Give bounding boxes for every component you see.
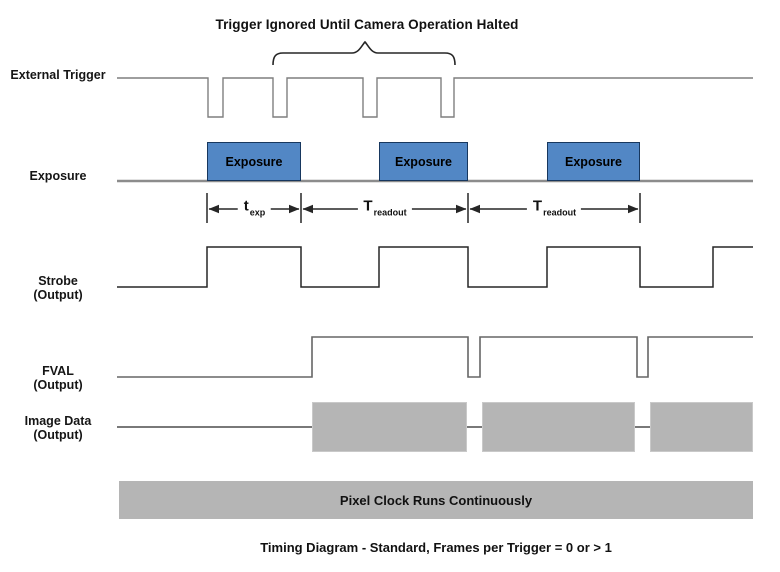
exposure-box-label: Exposure xyxy=(565,154,622,169)
dimension-label: texp xyxy=(237,197,271,221)
arrowhead-right xyxy=(289,204,300,214)
arrowhead-left xyxy=(208,204,219,214)
label-external-trigger-text: External Trigger xyxy=(10,68,106,82)
label-external-trigger: External Trigger xyxy=(2,68,114,82)
fval-waveform xyxy=(117,336,753,378)
image-data-box xyxy=(482,402,635,452)
dimension-main: T xyxy=(532,197,543,215)
label-image-data-line2: (Output) xyxy=(33,428,83,442)
image-data-box xyxy=(650,402,753,452)
dimension-label: Treadout xyxy=(526,197,582,221)
pixel-clock-label: Pixel Clock Runs Continuously xyxy=(339,492,533,508)
label-strobe: Strobe (Output) xyxy=(2,274,114,302)
label-fval-line2: (Output) xyxy=(33,378,83,392)
arrowhead-left xyxy=(469,204,480,214)
dimension-main: t xyxy=(243,197,249,215)
external-trigger-waveform xyxy=(117,77,753,118)
pixel-clock-bar: Pixel Clock Runs Continuously xyxy=(119,481,753,519)
dimension-sub: readout xyxy=(373,207,407,218)
dimension-sub: readout xyxy=(543,207,577,218)
label-exposure: Exposure xyxy=(2,169,114,183)
dimension-main: T xyxy=(363,197,373,215)
exposure-box: Exposure xyxy=(207,142,301,181)
dimension-sub: exp xyxy=(249,207,266,218)
label-strobe-line1: Strobe xyxy=(38,274,78,288)
arrowhead-right xyxy=(456,204,467,214)
arrowhead-left xyxy=(302,204,313,214)
dimension-label: Treadout xyxy=(357,197,412,221)
label-strobe-line2: (Output) xyxy=(33,288,83,302)
annotation-brace xyxy=(272,40,456,66)
label-image-data: Image Data (Output) xyxy=(2,414,114,442)
strobe-waveform xyxy=(117,246,753,288)
exposure-box: Exposure xyxy=(547,142,640,181)
label-image-data-line1: Image Data xyxy=(24,414,92,428)
exposure-box-label: Exposure xyxy=(225,154,283,169)
diagram-caption: Timing Diagram - Standard, Frames per Tr… xyxy=(260,540,612,555)
label-fval: FVAL (Output) xyxy=(2,364,114,392)
exposure-box-label: Exposure xyxy=(395,154,452,169)
arrowhead-right xyxy=(628,204,639,214)
label-exposure-text: Exposure xyxy=(29,169,87,183)
annotation-title: Trigger Ignored Until Camera Operation H… xyxy=(215,17,519,32)
image-data-box xyxy=(312,402,467,452)
label-fval-line1: FVAL xyxy=(42,364,74,378)
exposure-box: Exposure xyxy=(379,142,468,181)
